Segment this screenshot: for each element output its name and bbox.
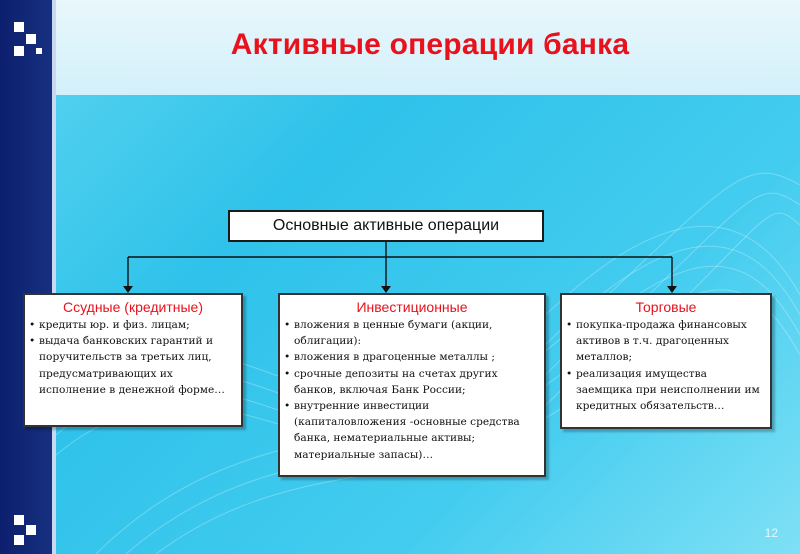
branch-list: вложения в ценные бумаги (акции, облигац… xyxy=(280,317,544,463)
list-item: реализация имущества заемщика при неиспо… xyxy=(566,366,766,415)
list-item: срочные депозиты на счетах других банков… xyxy=(284,366,540,398)
branch-heading: Инвестиционные xyxy=(356,299,468,315)
sidebar-stripe xyxy=(52,0,56,554)
list-item: выдача банковских гарантий и поручительс… xyxy=(29,333,237,398)
root-node: Основные активные операции xyxy=(228,210,544,242)
branch-investment: Инвестиционные вложения в ценные бумаги … xyxy=(278,293,546,477)
list-item: внутренние инвестиции (капиталовложения … xyxy=(284,398,540,463)
branch-heading: Торговые xyxy=(635,299,697,315)
branch-trading: Торговые покупка-продажа финансовых акти… xyxy=(560,293,772,429)
slide-title: Активные операции банка xyxy=(230,28,630,61)
page-number: 12 xyxy=(764,526,778,540)
decor-squares-bottom xyxy=(14,515,46,547)
list-item: покупка-продажа финансовых активов в т.ч… xyxy=(566,317,766,366)
left-sidebar xyxy=(0,0,56,554)
list-item: кредиты юр. и физ. лицам; xyxy=(29,317,237,333)
list-item: вложения в драгоценные металлы ; xyxy=(284,349,540,365)
branch-list: покупка-продажа финансовых активов в т.ч… xyxy=(562,317,770,414)
decor-squares-top xyxy=(14,22,46,62)
branch-credit: Ссудные (кредитные) кредиты юр. и физ. л… xyxy=(23,293,243,427)
header-band xyxy=(56,0,800,95)
branch-list: кредиты юр. и физ. лицам; выдача банковс… xyxy=(25,317,241,398)
branch-heading: Ссудные (кредитные) xyxy=(63,299,203,315)
list-item: вложения в ценные бумаги (акции, облигац… xyxy=(284,317,540,349)
